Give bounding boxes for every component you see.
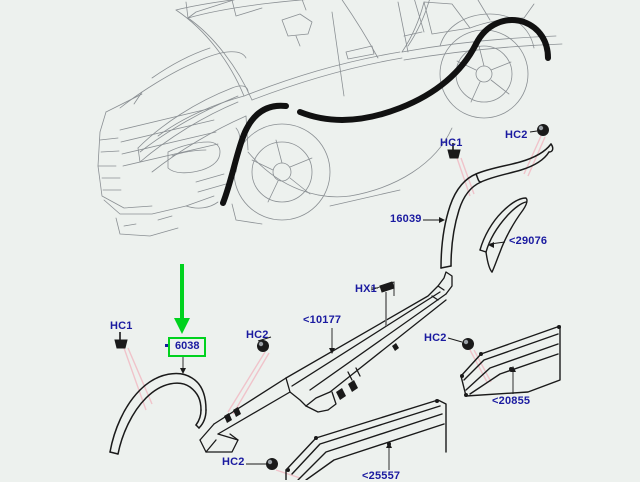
hc2-right-fastener-icon[interactable] bbox=[462, 338, 474, 350]
label-hc1-upper[interactable]: HC1 bbox=[440, 137, 463, 149]
label-hc2-lower[interactable]: HC2 bbox=[222, 456, 245, 468]
label-part-16039[interactable]: 16039 bbox=[390, 213, 422, 225]
label-part-20855[interactable]: <20855 bbox=[492, 395, 531, 407]
part-arch-insert-strip[interactable] bbox=[479, 197, 528, 273]
green-down-arrow bbox=[174, 264, 190, 334]
selected-part-highlight-box[interactable]: 6038 bbox=[168, 337, 207, 357]
label-hc1-left[interactable]: HC1 bbox=[110, 320, 133, 332]
front-arch-trim-highlight bbox=[220, 102, 289, 206]
label-hc2-upper[interactable]: HC2 bbox=[505, 129, 528, 141]
rear-arch-trim-highlight bbox=[473, 17, 551, 61]
label-hx1[interactable]: HX1 bbox=[355, 283, 377, 295]
hx1-fastener-icon[interactable] bbox=[379, 281, 395, 326]
label-part-29076[interactable]: <29076 bbox=[509, 235, 548, 247]
label-part-10177[interactable]: <10177 bbox=[303, 314, 342, 326]
hc2-upper-fastener-icon[interactable] bbox=[537, 124, 549, 136]
part-upper-sill-panel[interactable] bbox=[199, 271, 453, 453]
sill-trim-highlight bbox=[297, 41, 479, 123]
hc1-left-fastener-icon[interactable] bbox=[114, 332, 128, 349]
upper-sill-clip-marks bbox=[224, 343, 399, 423]
hc2-lower-fastener-icon[interactable] bbox=[266, 458, 278, 470]
hc2-mid-fastener-icon[interactable] bbox=[257, 340, 269, 352]
label-hc2-right[interactable]: HC2 bbox=[424, 332, 447, 344]
label-part-25557[interactable]: <25557 bbox=[362, 470, 401, 482]
part-rear-arch-moulding[interactable] bbox=[440, 143, 554, 269]
part-short-sill-panel[interactable] bbox=[460, 325, 561, 397]
selected-part-bullet bbox=[165, 344, 168, 347]
hc1-upper-fastener-icon[interactable] bbox=[447, 143, 461, 159]
label-hc2-mid[interactable]: HC2 bbox=[246, 329, 269, 341]
suv-outline-illustration bbox=[97, 0, 563, 237]
part-front-arch-moulding[interactable] bbox=[109, 372, 207, 455]
hc2-connector-lines bbox=[246, 130, 538, 465]
part-pointer-arrowheads bbox=[180, 217, 516, 448]
